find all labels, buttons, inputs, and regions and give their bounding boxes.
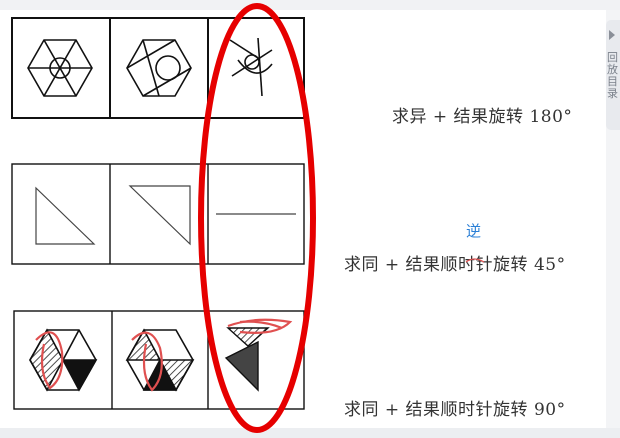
row1-figure3-answer: [229, 37, 273, 97]
rule-row3: 求同 + 结果顺时针旋转 90°: [344, 400, 566, 420]
row3-figure2-hexagon: [125, 328, 195, 392]
row1-figure2-hexagon: [126, 39, 192, 97]
catalog-toggle-label: 回放目录: [607, 51, 618, 100]
catalog-toggle-tab[interactable]: 回放目录: [606, 20, 620, 130]
red-pen-marks: [35, 318, 293, 392]
row2-figure1-triangle: [35, 186, 96, 245]
row2-grid: [11, 163, 305, 265]
expand-arrow-icon: [609, 30, 615, 40]
rule-row1: 求异 + 结果旋转 180°: [392, 107, 573, 127]
bottom-margin: [0, 428, 620, 438]
highlight-ellipse: [198, 3, 316, 433]
row1-figure1-hexagon: [27, 39, 93, 97]
row3-figure1-hexagon: [29, 328, 98, 392]
rule-row2: 求同 + 结果顺时针旋转 45°: [344, 255, 566, 275]
top-margin: [0, 0, 620, 10]
row1-grid: [11, 17, 305, 119]
row2-figure2-triangle: [128, 185, 191, 246]
handwritten-correction: 逆: [466, 222, 482, 240]
row3-grid: [13, 310, 305, 410]
